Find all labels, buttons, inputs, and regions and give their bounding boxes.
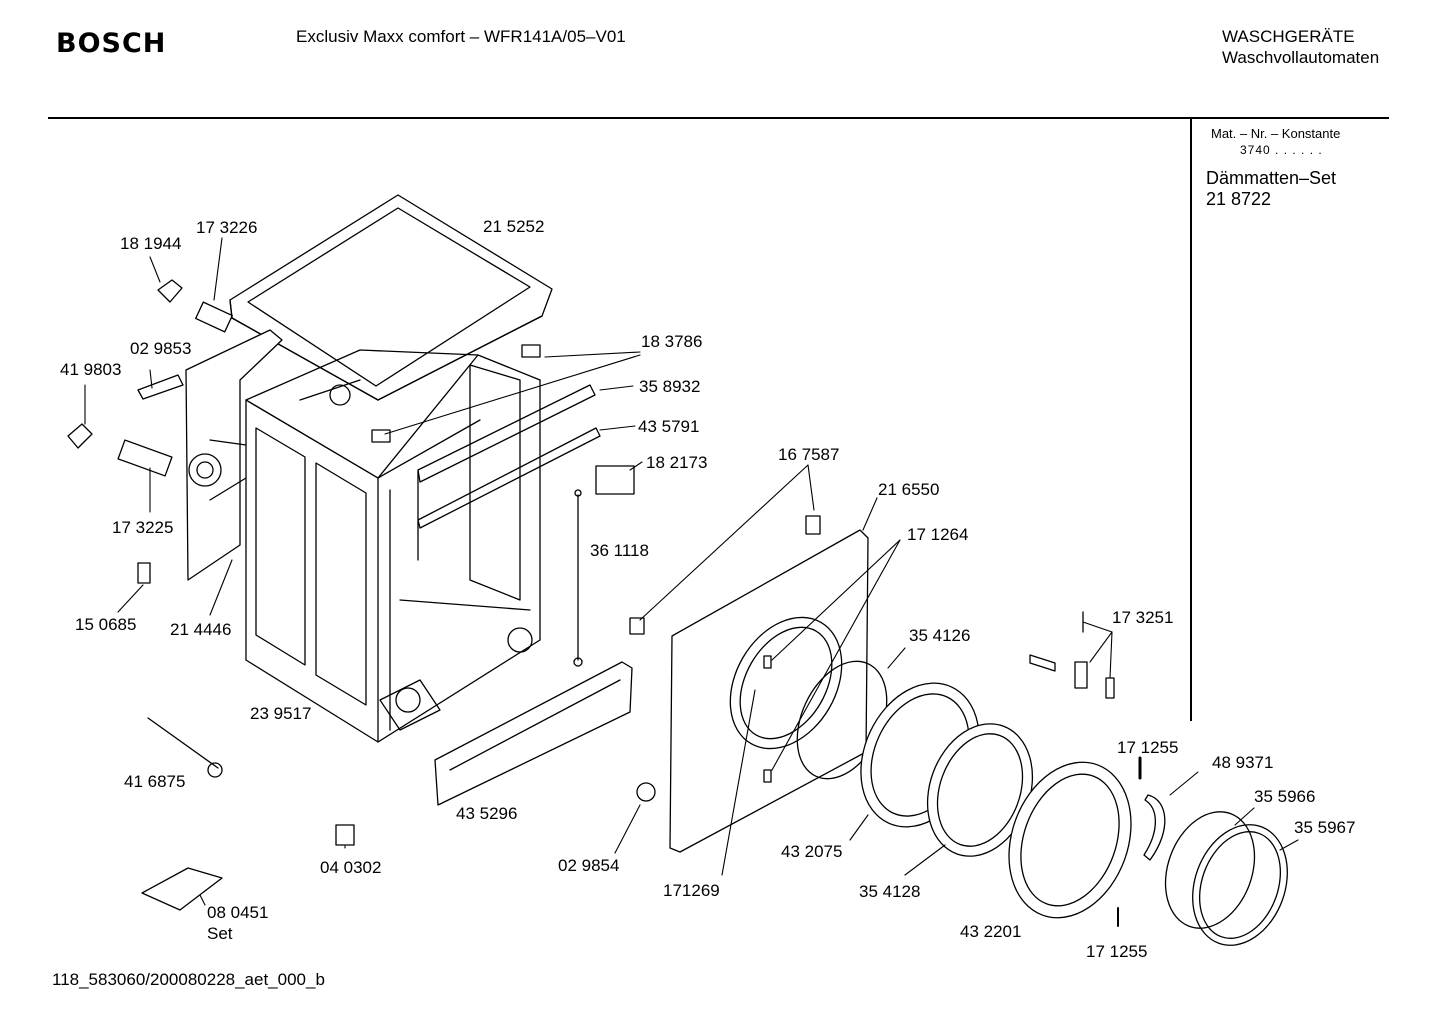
part-label-358932: 35 8932 [639, 377, 701, 396]
part-label-171255-bottom: 17 1255 [1086, 942, 1148, 961]
part-label-355967: 35 5967 [1294, 818, 1356, 837]
part-label-171255-top: 17 1255 [1117, 738, 1179, 757]
part-label-150685: 15 0685 [75, 615, 137, 634]
material-constant-heading: Mat. – Nr. – Konstante [1211, 126, 1341, 141]
model-title: Exclusiv Maxx comfort – WFR141A/05–V01 [296, 27, 626, 46]
small-parts [67, 279, 1142, 927]
part-label-435791: 43 5791 [638, 417, 700, 436]
part-label-183786: 18 3786 [641, 332, 703, 351]
part-label-040302: 04 0302 [320, 858, 382, 877]
part-label-173251: 17 3251 [1112, 608, 1174, 627]
category-subtitle: Waschvollautomaten [1222, 48, 1380, 67]
wrench-416875-part [147, 717, 219, 769]
part-label-214446: 21 4446 [170, 620, 232, 639]
part-label-361118: 36 1118 [590, 541, 649, 560]
foot-040302-part [335, 824, 355, 846]
side-panel-part [185, 329, 283, 581]
part-label-181944: 18 1944 [120, 234, 182, 253]
part-label-set: Set [207, 924, 233, 943]
part-label-029853: 02 9853 [130, 339, 192, 358]
door-handle-part [1143, 794, 1166, 861]
bracket-419803-part [67, 423, 93, 449]
material-constant-value: 3740 . . . . . . [1240, 143, 1323, 157]
clip-029853-part [137, 374, 184, 400]
shock-absorber-173225-part [117, 439, 173, 477]
document-code-footer: 118_583060/200080228_aet_000_b [52, 970, 325, 989]
part-label-355966: 35 5966 [1254, 787, 1316, 806]
door-glass-part [926, 723, 1034, 857]
worktop-part [229, 194, 553, 401]
insulation-set-name: Dämmatten–Set [1206, 168, 1337, 188]
part-label-173226: 17 3226 [196, 218, 258, 237]
insulation-set-number: 21 8722 [1206, 189, 1272, 209]
leader-lines [84, 237, 1299, 906]
part-label-432201: 43 2201 [960, 922, 1022, 941]
hinge-167587-part [805, 515, 821, 535]
part-label-182173: 18 2173 [646, 453, 708, 472]
control-panel-strip-part [434, 661, 633, 806]
part-label-354128: 35 4128 [859, 882, 921, 901]
front-panel-part [669, 529, 869, 853]
top-rails-part [417, 384, 601, 561]
part-label-171269: 171269 [663, 881, 720, 900]
shock-absorber-173226-part [195, 301, 233, 333]
bracket-181944-part [157, 279, 183, 303]
part-label-416875: 41 6875 [124, 772, 186, 791]
part-label-171264: 17 1264 [907, 525, 969, 544]
clip-150685-part [137, 562, 151, 584]
brand-logo: BOSCH [56, 28, 167, 59]
switch-182173-part [595, 465, 635, 495]
category-title: WASCHGERÄTE [1222, 27, 1355, 46]
door-outer-ring-part [1008, 761, 1132, 919]
header-divider [48, 117, 1389, 119]
part-label-489371: 48 9371 [1212, 753, 1274, 772]
sidebar-divider [1190, 119, 1192, 721]
part-label-216550: 21 6550 [878, 480, 940, 499]
part-label-167587: 16 7587 [778, 445, 840, 464]
knob-029854-part [636, 782, 656, 802]
part-label-419803: 41 9803 [60, 360, 122, 379]
part-label-354126: 35 4126 [909, 626, 971, 645]
part-label-080451: 08 0451 [207, 903, 269, 922]
plate-080451-part [141, 867, 223, 911]
cabinet-part [245, 349, 541, 743]
part-label-029854: 02 9854 [558, 856, 620, 875]
part-label-173225: 17 3225 [112, 518, 174, 537]
trim-ring-inner-part [1164, 811, 1256, 929]
trim-ring-outer-part [1192, 824, 1288, 946]
part-label-239517: 23 9517 [250, 704, 312, 723]
part-label-215252: 21 5252 [483, 217, 545, 236]
part-label-432075: 43 2075 [781, 842, 843, 861]
part-label-435296: 43 5296 [456, 804, 518, 823]
